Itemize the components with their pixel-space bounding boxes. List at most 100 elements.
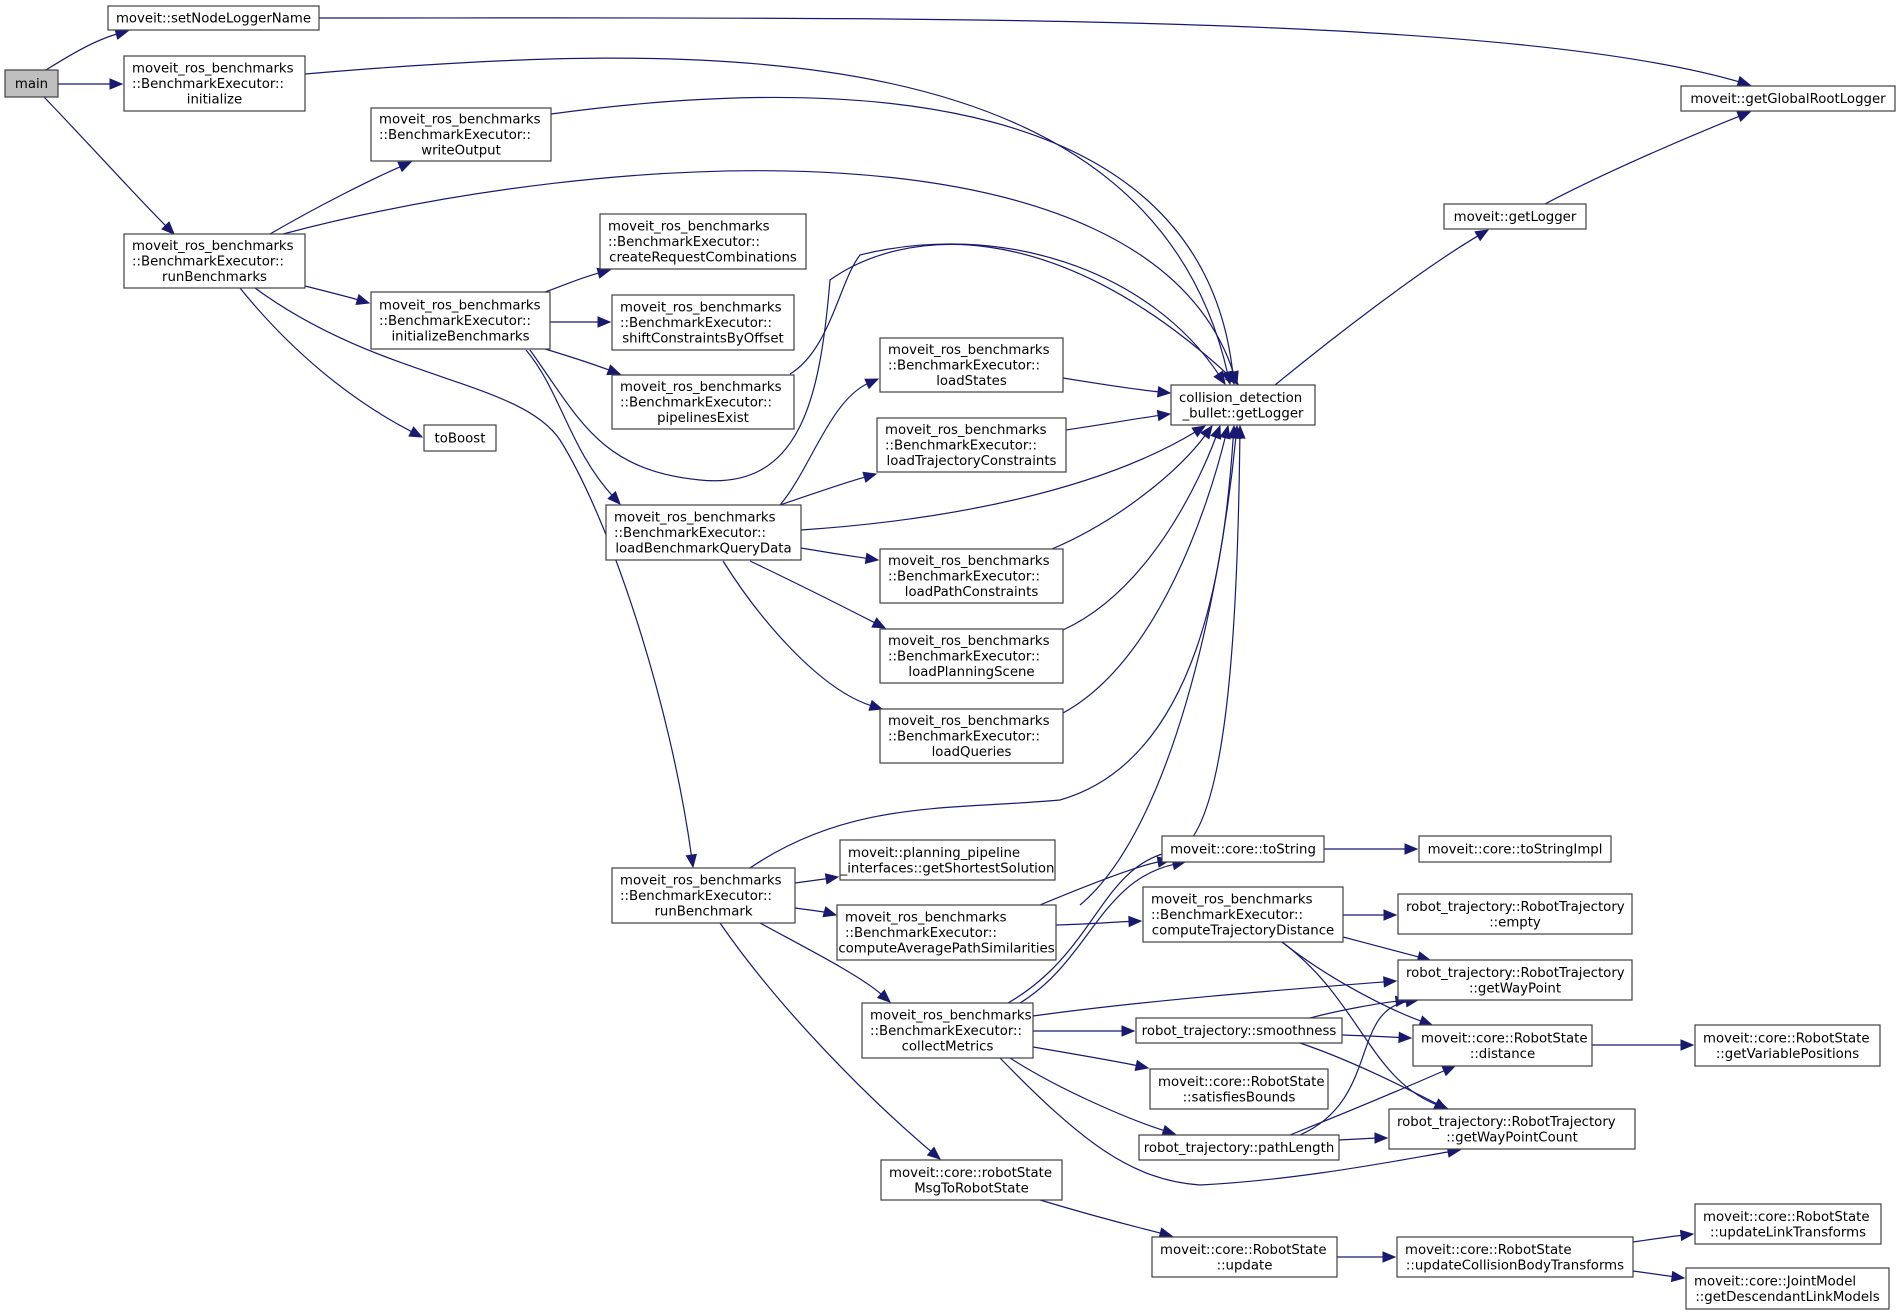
node-pathLength[interactable]: robot_trajectory::pathLength	[1138, 1134, 1340, 1161]
node-createRequestCombinations[interactable]: moveit_ros_benchmarks::BenchmarkExecutor…	[599, 213, 807, 270]
node-updateLinkTransforms[interactable]: moveit::core::RobotState::updateLinkTran…	[1694, 1203, 1882, 1245]
node-satisfiesBounds[interactable]: moveit::core::RobotState::satisfiesBound…	[1149, 1068, 1329, 1110]
edge-line	[794, 877, 829, 884]
arrowhead-icon	[397, 161, 413, 173]
edge-updateCollisionBodyTransforms-to-getDescendantLinkModels	[1632, 1270, 1686, 1283]
node-label-line: moveit::core::toString	[1170, 843, 1316, 858]
node-collectMetrics[interactable]: moveit_ros_benchmarks::BenchmarkExecutor…	[861, 1002, 1034, 1059]
edge-line	[550, 96, 1234, 375]
node-toStringImpl[interactable]: moveit::core::toStringImpl	[1418, 835, 1612, 863]
edge-pipelinesExist-to-cdGetLogger	[789, 243, 1226, 386]
node-main[interactable]: main	[4, 69, 59, 98]
node-empty[interactable]: robot_trajectory::RobotTrajectory::empty	[1397, 893, 1633, 935]
node-getLogger[interactable]: moveit::getLogger	[1443, 203, 1587, 230]
edge-loadPlanningScene-to-cdGetLogger	[1062, 424, 1222, 631]
edge-computeAveragePathSimilarities-to-computeTrajectoryDistance	[1055, 915, 1143, 928]
node-shiftConstraintsByOffset[interactable]: moveit_ros_benchmarks::BenchmarkExecutor…	[611, 294, 795, 351]
edge-runBenchmarks-to-toBoost	[239, 287, 424, 438]
arrowhead-icon	[1736, 75, 1752, 87]
edge-line	[304, 285, 360, 301]
node-initialize[interactable]: moveit_ros_benchmarks::BenchmarkExecutor…	[123, 55, 306, 112]
edge-loadQueries-to-cdGetLogger	[1062, 424, 1231, 714]
edge-line	[43, 96, 168, 228]
arrowhead-icon	[1374, 1132, 1389, 1144]
node-label-line: loadBenchmarkQueryData	[615, 542, 791, 557]
edge-line	[1055, 920, 1132, 926]
node-label-line: moveit_ros_benchmarks	[379, 113, 541, 128]
arrowhead-icon	[607, 490, 621, 505]
arrowhead-icon	[824, 873, 840, 885]
arrowhead-icon	[408, 426, 424, 438]
node-label-line: runBenchmark	[654, 905, 752, 920]
edge-line	[794, 907, 827, 913]
edge-pathLength-to-getWayPointCount	[1338, 1132, 1389, 1144]
node-label-line: ::update	[1217, 1258, 1273, 1273]
node-smoothness[interactable]: robot_trajectory::smoothness	[1135, 1017, 1343, 1044]
node-runBenchmarks[interactable]: moveit_ros_benchmarks::BenchmarkExecutor…	[123, 233, 306, 289]
node-box	[1170, 384, 1316, 426]
node-updateCollisionBodyTransforms[interactable]: moveit::core::RobotState::updateCollisio…	[1396, 1236, 1634, 1278]
edge-computeAveragePathSimilarities-to-cdGetLogger	[1079, 424, 1242, 906]
node-loadPathConstraints[interactable]: moveit_ros_benchmarks::BenchmarkExecutor…	[879, 548, 1064, 604]
node-label-line: pipelinesExist	[657, 411, 749, 426]
node-toBoost[interactable]: toBoost	[423, 424, 497, 452]
edge-getLogger-to-getGlobalRootLogger	[1544, 111, 1752, 205]
edge-main-to-runBenchmarks	[43, 96, 175, 235]
node-getGlobalRootLogger[interactable]: moveit::getGlobalRootLogger	[1680, 85, 1896, 112]
node-box	[1161, 835, 1325, 863]
node-getDescendantLinkModels[interactable]: moveit::core::JointModel::getDescendantL…	[1685, 1267, 1890, 1310]
node-setNodeLoggerName[interactable]: moveit::setNodeLoggerName	[107, 5, 320, 31]
node-label-line: moveit_ros_benchmarks	[845, 911, 1007, 926]
edge-line	[1062, 377, 1161, 393]
node-label-line: ::BenchmarkExecutor::	[379, 128, 531, 143]
node-getVariablePositions[interactable]: moveit::core::RobotState::getVariablePos…	[1694, 1024, 1881, 1067]
node-box	[1397, 893, 1633, 935]
edge-initializeBenchmarks-to-pipelinesExist	[544, 348, 622, 376]
node-cdGetLogger[interactable]: collision_detection_bullet::getLogger	[1170, 384, 1316, 426]
node-label-line: moveit::core::robotState	[889, 1166, 1052, 1181]
node-loadPlanningScene[interactable]: moveit_ros_benchmarks::BenchmarkExecutor…	[879, 628, 1064, 684]
node-writeOutput[interactable]: moveit_ros_benchmarks::BenchmarkExecutor…	[370, 107, 552, 162]
node-box	[1135, 1017, 1343, 1044]
node-distance[interactable]: moveit::core::RobotState::distance	[1412, 1024, 1593, 1067]
node-loadBenchmarkQueryData[interactable]: moveit_ros_benchmarks::BenchmarkExecutor…	[605, 504, 802, 561]
arrowhead-icon	[864, 552, 880, 564]
node-label-line: loadQueries	[932, 745, 1012, 760]
edge-main-to-setNodeLoggerName	[45, 28, 130, 71]
node-label-line: robot_trajectory::pathLength	[1144, 1141, 1335, 1156]
node-label-line: computeAveragePathSimilarities	[838, 942, 1054, 957]
node-toString[interactable]: moveit::core::toString	[1161, 835, 1325, 863]
node-label-line: moveit_ros_benchmarks	[888, 634, 1050, 649]
edge-line	[1632, 1234, 1684, 1243]
node-runBenchmark[interactable]: moveit_ros_benchmarks::BenchmarkExecutor…	[611, 867, 796, 924]
node-label-line: initializeBenchmarks	[391, 330, 529, 345]
node-label-line: moveit_ros_benchmarks	[888, 554, 1050, 569]
arrowhead-icon	[926, 1146, 941, 1160]
node-computeAveragePathSimilarities[interactable]: moveit_ros_benchmarks::BenchmarkExecutor…	[836, 904, 1057, 961]
node-label-line: initialize	[187, 93, 242, 108]
node-getShortestSolution[interactable]: moveit::planning_pipeline_interfaces::ge…	[839, 839, 1056, 881]
node-initializeBenchmarks[interactable]: moveit_ros_benchmarks::BenchmarkExecutor…	[370, 291, 551, 350]
node-box	[876, 417, 1067, 473]
node-label-line: loadTrajectoryConstraints	[887, 454, 1057, 469]
node-label-line: moveit_ros_benchmarks	[132, 239, 294, 254]
node-update[interactable]: moveit::core::RobotState::update	[1151, 1236, 1338, 1278]
node-box	[107, 5, 320, 31]
edge-computeTrajectoryDistance-to-distance	[1281, 941, 1434, 1027]
node-computeTrajectoryDistance[interactable]: moveit_ros_benchmarks::BenchmarkExecutor…	[1142, 886, 1344, 943]
node-box	[1149, 1068, 1329, 1110]
node-loadQueries[interactable]: moveit_ros_benchmarks::BenchmarkExecutor…	[879, 708, 1064, 764]
node-loadStates[interactable]: moveit_ros_benchmarks::BenchmarkExecutor…	[879, 337, 1064, 393]
node-getWayPointCount[interactable]: robot_trajectory::RobotTrajectory::getWa…	[1388, 1108, 1636, 1150]
node-pipelinesExist[interactable]: moveit_ros_benchmarks::BenchmarkExecutor…	[611, 374, 795, 430]
node-getWayPoint[interactable]: robot_trajectory::RobotTrajectory::getWa…	[1397, 959, 1633, 1001]
edge-loadStates-to-cdGetLogger	[1062, 377, 1172, 398]
edge-line	[282, 170, 1235, 375]
node-box	[879, 708, 1064, 764]
node-label-line: ::updateCollisionBodyTransforms	[1406, 1258, 1624, 1273]
edge-line	[1342, 936, 1421, 959]
node-box	[880, 1159, 1063, 1201]
node-label-line: moveit_ros_benchmarks	[870, 1009, 1032, 1024]
node-loadTrajectoryConstraints[interactable]: moveit_ros_benchmarks::BenchmarkExecutor…	[876, 417, 1067, 473]
